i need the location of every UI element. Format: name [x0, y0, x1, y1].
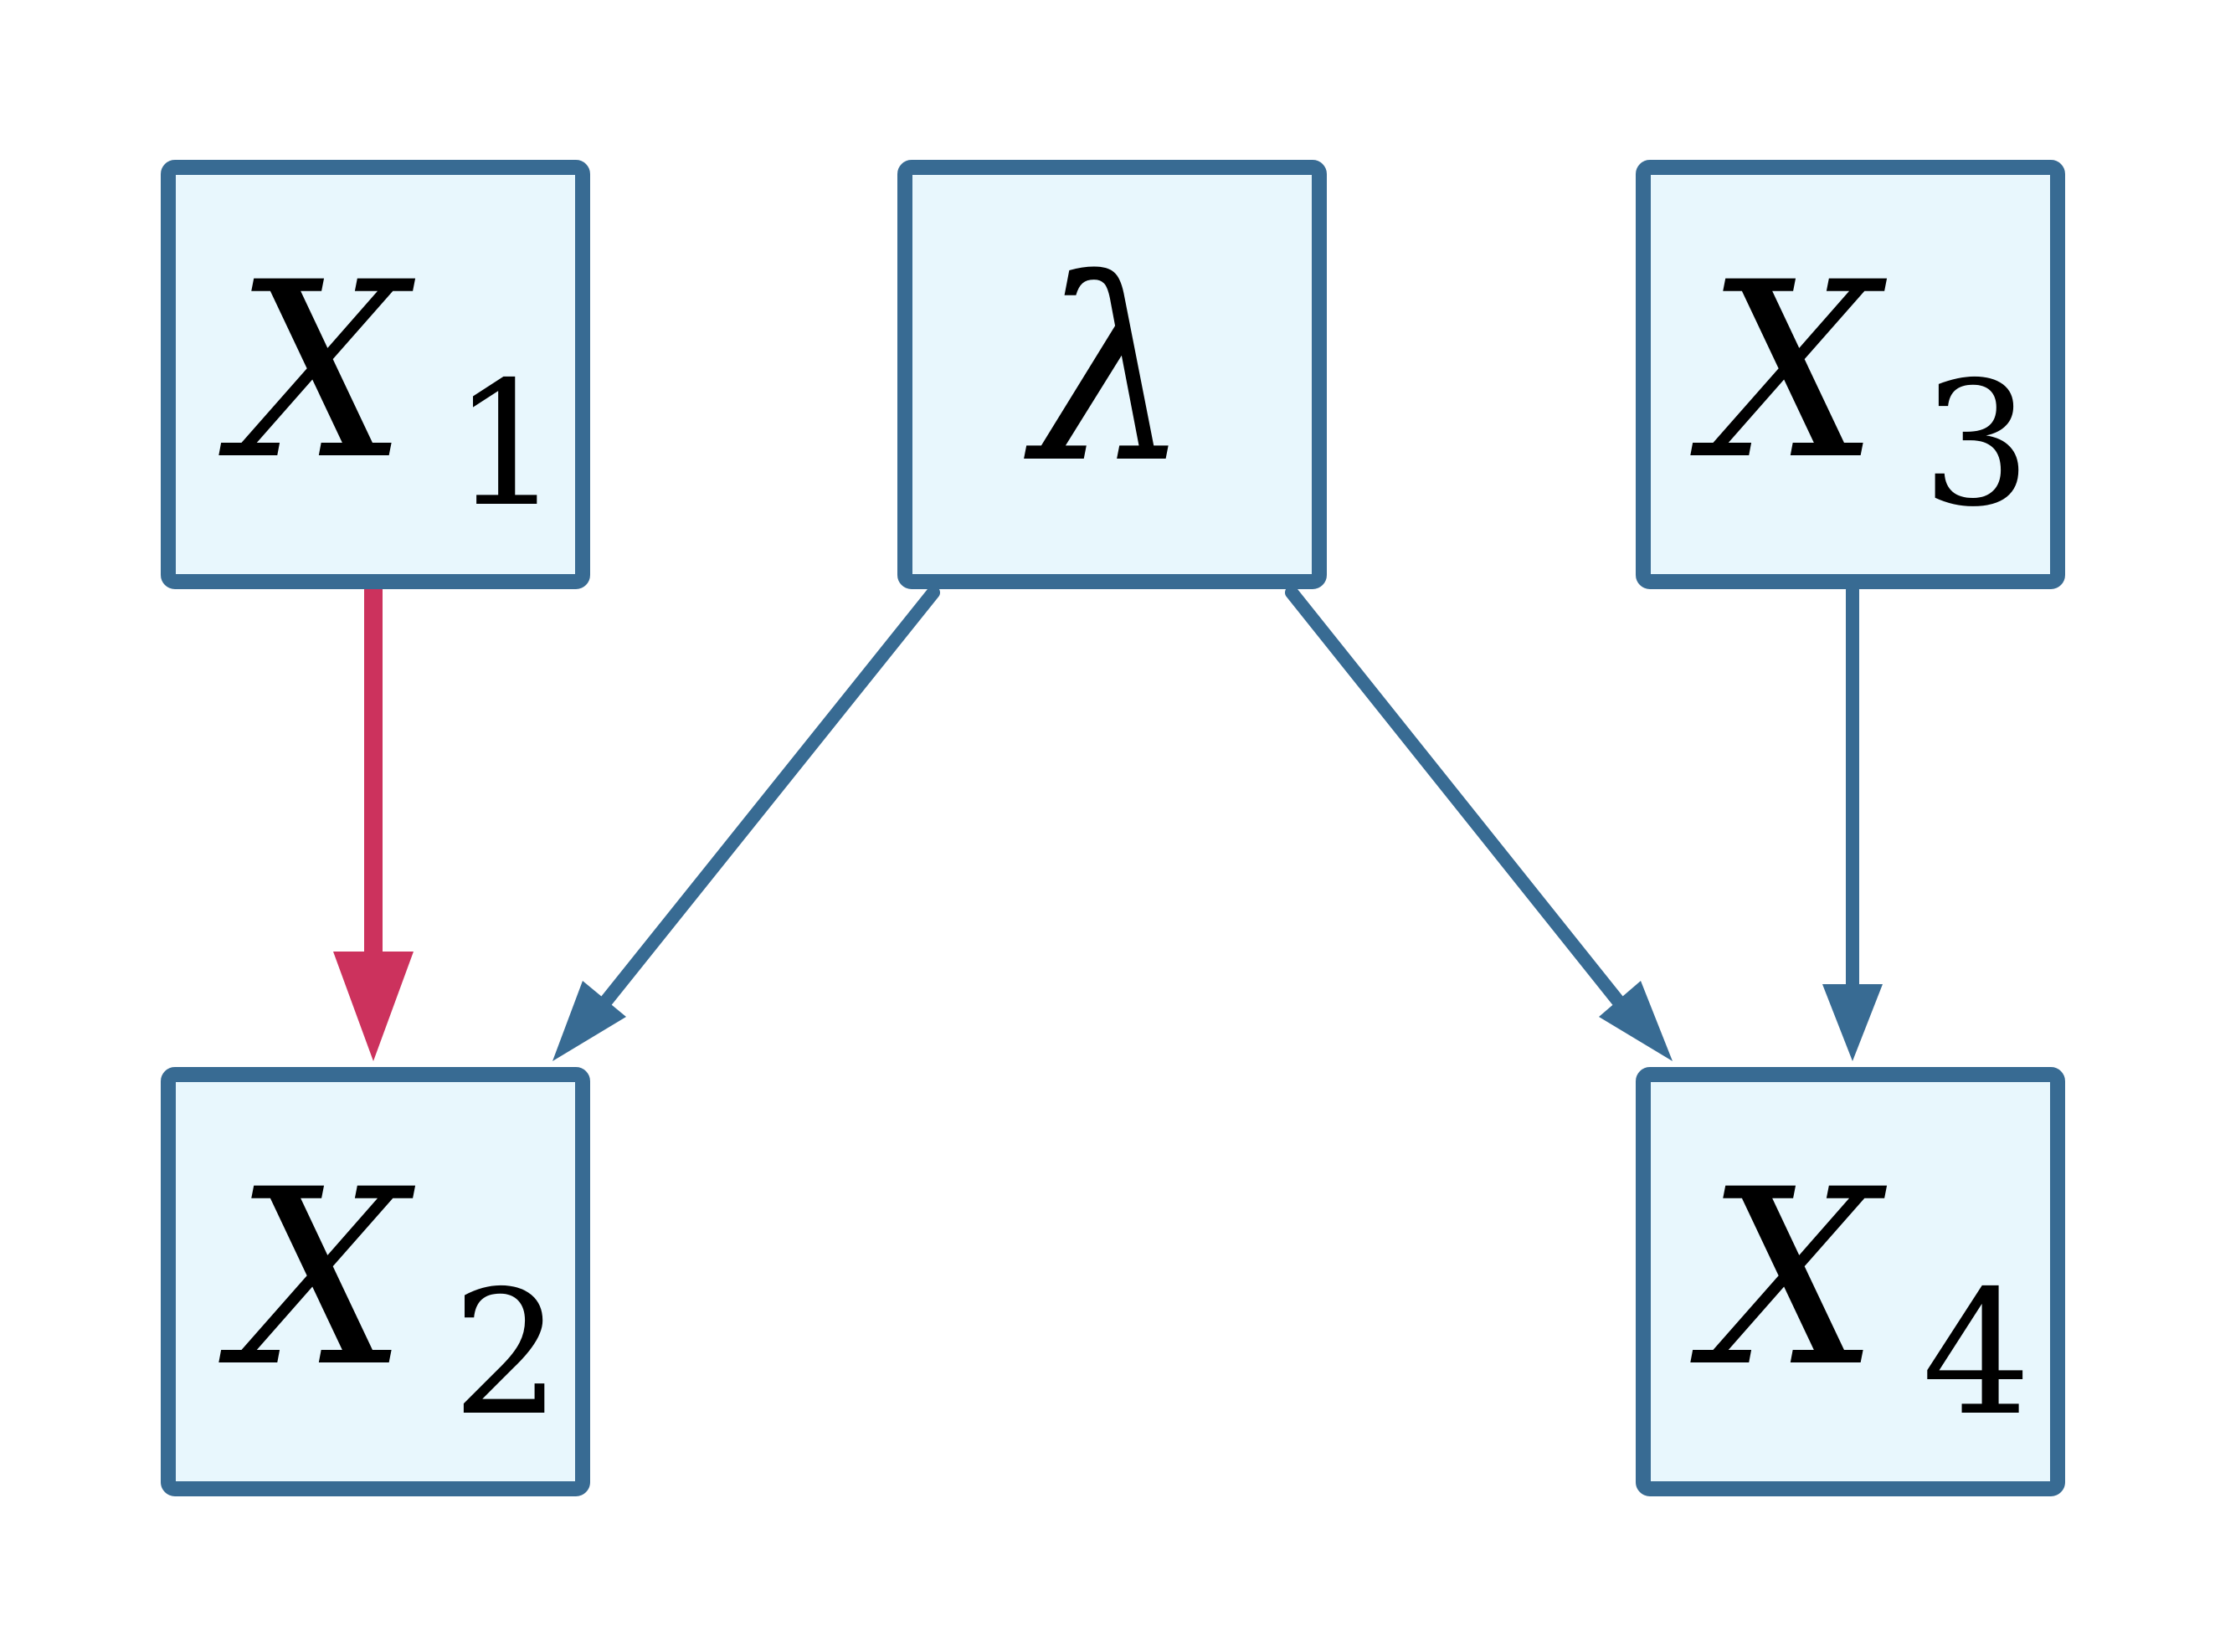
node-x1-main-label: X	[215, 231, 416, 513]
node-x2-box	[161, 1067, 590, 1496]
node-x4-main-label: X	[1687, 1138, 1888, 1420]
node-x1-box	[161, 160, 590, 589]
edge-x1-to-x2	[333, 581, 414, 1061]
node-x3[interactable]: X 3	[1636, 160, 2065, 589]
node-x2-subscript: 2	[452, 1254, 561, 1454]
node-x4-subscript: 4	[1922, 1254, 2031, 1454]
node-x4-box	[1636, 1067, 2065, 1496]
edge-x1-x2-arrowhead	[333, 952, 414, 1061]
edge-lambda-x2-arrowhead	[552, 981, 626, 1061]
node-x3-main-label: X	[1687, 231, 1888, 513]
edge-lambda-to-x4	[1285, 586, 1673, 1061]
edge-lambda-to-x2	[552, 586, 940, 1061]
node-x3-box	[1636, 160, 2065, 589]
node-x3-subscript: 3	[1922, 346, 2031, 545]
node-lambda-box	[897, 160, 1327, 589]
node-lambda[interactable]: λ	[897, 160, 1327, 589]
node-x2-main-label: X	[215, 1138, 416, 1420]
edge-lambda-x4-arrowhead	[1599, 981, 1673, 1061]
edge-x3-to-x4	[1822, 583, 1883, 1061]
node-x4[interactable]: X 4	[1636, 1067, 2065, 1496]
edges	[333, 581, 1883, 1061]
node-x1[interactable]: X 1	[161, 160, 590, 589]
node-x2[interactable]: X 2	[161, 1067, 590, 1496]
edge-lambda-x4-line	[1285, 586, 1631, 1015]
edge-lambda-x2-line	[594, 586, 940, 1015]
edge-x3-x4-arrowhead	[1822, 984, 1883, 1061]
node-x1-subscript: 1	[452, 346, 561, 545]
node-lambda-label: λ	[1020, 226, 1191, 518]
